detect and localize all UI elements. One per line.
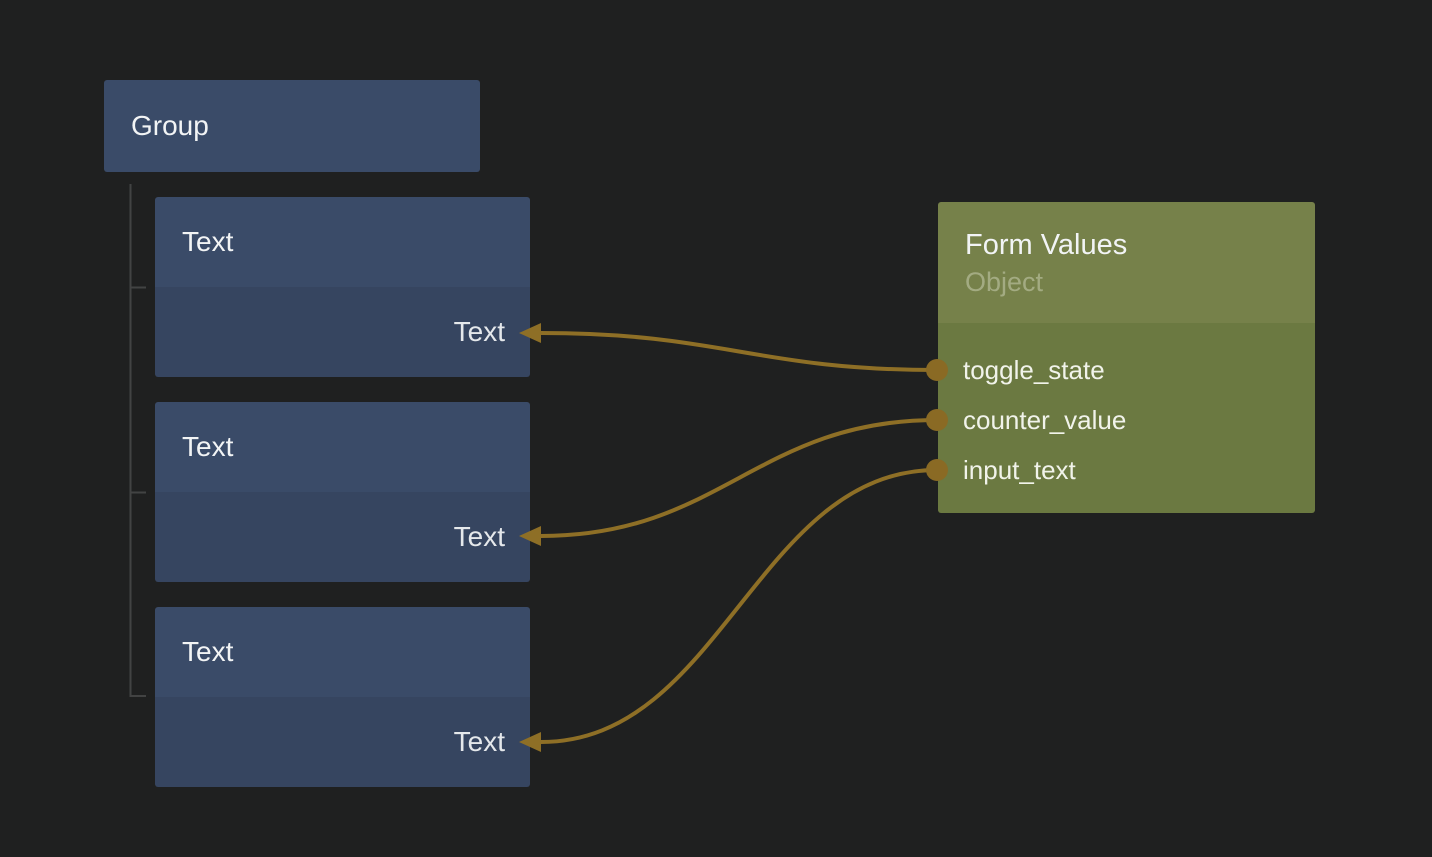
form-values-node-body: toggle_state counter_value input_text <box>938 323 1315 513</box>
form-values-node[interactable]: Form Values Object toggle_state counter_… <box>938 202 1315 513</box>
text-node-title: Text <box>182 636 234 667</box>
text-input-port-label: Text <box>453 726 505 757</box>
text-input-port-label: Text <box>453 521 505 552</box>
tree-connector-path <box>129 184 146 697</box>
text-input-port-label: Text <box>453 316 505 347</box>
text-node-title: Text <box>182 431 234 462</box>
field-label: toggle_state <box>963 354 1105 385</box>
text-node-1[interactable]: Text Text <box>155 197 530 377</box>
text-node-3[interactable]: Text Text <box>155 607 530 787</box>
text-node-2-header[interactable]: Text <box>155 402 530 492</box>
text-node-3-header[interactable]: Text <box>155 607 530 697</box>
wire-path[interactable] <box>540 331 938 372</box>
wire-toggle_state-to-text-node-1[interactable] <box>519 323 948 381</box>
text-node-2-input-port-row[interactable]: Text <box>155 492 530 582</box>
field-row-toggle-state[interactable]: toggle_state <box>938 345 1315 395</box>
group-node-title: Group <box>131 110 209 141</box>
text-node-2[interactable]: Text Text <box>155 402 530 582</box>
text-node-1-header[interactable]: Text <box>155 197 530 287</box>
field-row-input-text[interactable]: input_text <box>938 445 1315 495</box>
field-label: input_text <box>963 454 1076 485</box>
form-values-node-title: Form Values <box>965 229 1128 261</box>
form-values-node-type: Object <box>965 267 1044 297</box>
field-label: counter_value <box>963 404 1127 435</box>
wire-counter_value-to-text-node-2[interactable] <box>519 409 948 546</box>
form-values-node-header[interactable]: Form Values Object <box>938 202 1315 323</box>
wire-input_text-to-text-node-3[interactable] <box>519 459 948 752</box>
wire-path[interactable] <box>540 418 938 538</box>
text-node-title: Text <box>182 226 234 257</box>
field-row-counter-value[interactable]: counter_value <box>938 395 1315 445</box>
group-node[interactable]: Group <box>104 80 480 172</box>
wire-path[interactable] <box>540 468 938 744</box>
text-node-1-input-port-row[interactable]: Text <box>155 287 530 377</box>
text-node-3-input-port-row[interactable]: Text <box>155 697 530 787</box>
